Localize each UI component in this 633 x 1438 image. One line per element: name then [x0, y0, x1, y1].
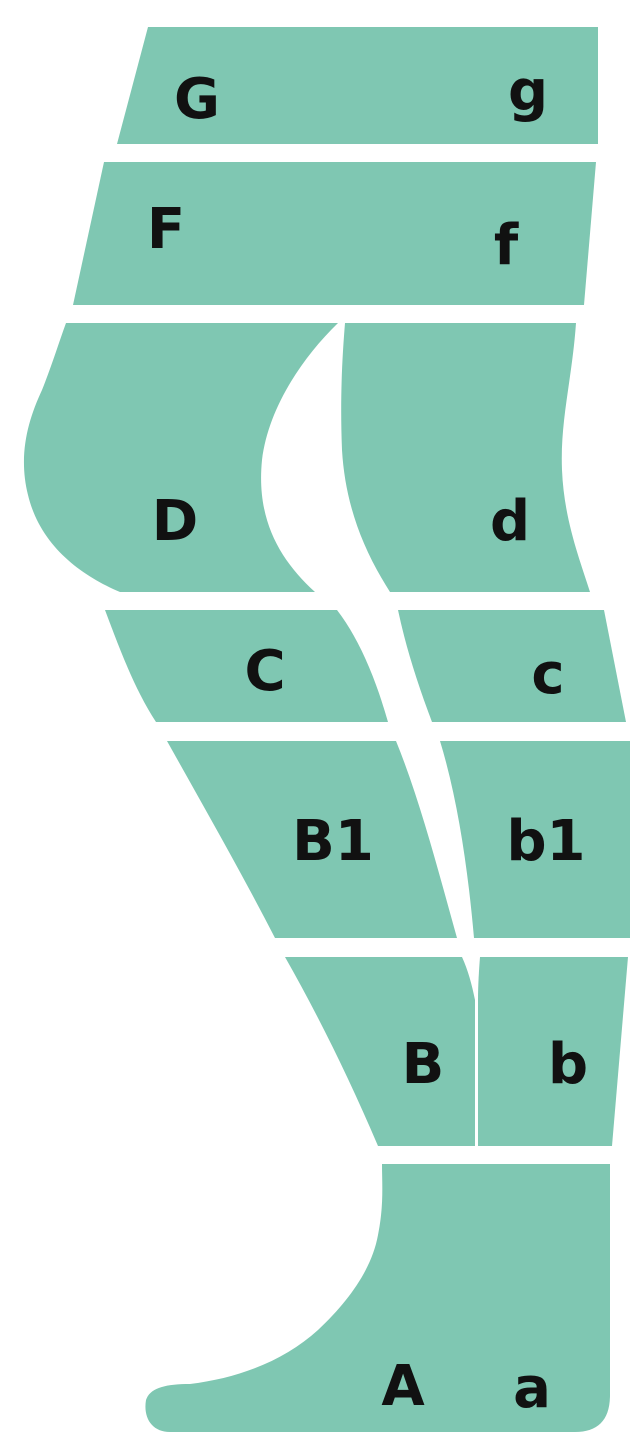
zone-d-back-shape — [341, 323, 590, 592]
zone-d-front-label: D — [152, 489, 198, 554]
zone-b: B b — [285, 957, 628, 1146]
zone-a-front-label: A — [381, 1354, 425, 1419]
zone-f-front-label: F — [147, 197, 185, 262]
zone-c-front-label: C — [244, 639, 285, 704]
zone-b1-back-label: b1 — [506, 809, 585, 874]
zone-c: C c — [105, 610, 626, 722]
zone-b-back-label: b — [548, 1032, 588, 1097]
zone-b1: B1 b1 — [167, 741, 630, 938]
zone-a: A a — [145, 1164, 610, 1432]
zone-f: F f — [73, 162, 596, 305]
zone-d: D d — [24, 323, 590, 592]
zone-f-back-label: f — [494, 213, 519, 278]
zone-b-front-label: B — [402, 1032, 445, 1097]
zone-a-back-label: a — [513, 1356, 551, 1421]
zone-b1-front-label: B1 — [292, 809, 374, 874]
zone-b-front-shape — [285, 957, 475, 1146]
zone-c-back-label: c — [531, 642, 564, 707]
zone-g: G g — [117, 27, 598, 144]
zone-g-back-label: g — [508, 59, 548, 124]
zone-g-front-label: G — [174, 67, 220, 132]
zone-d-back-label: d — [490, 489, 530, 554]
zone-c-back-shape — [398, 610, 626, 722]
